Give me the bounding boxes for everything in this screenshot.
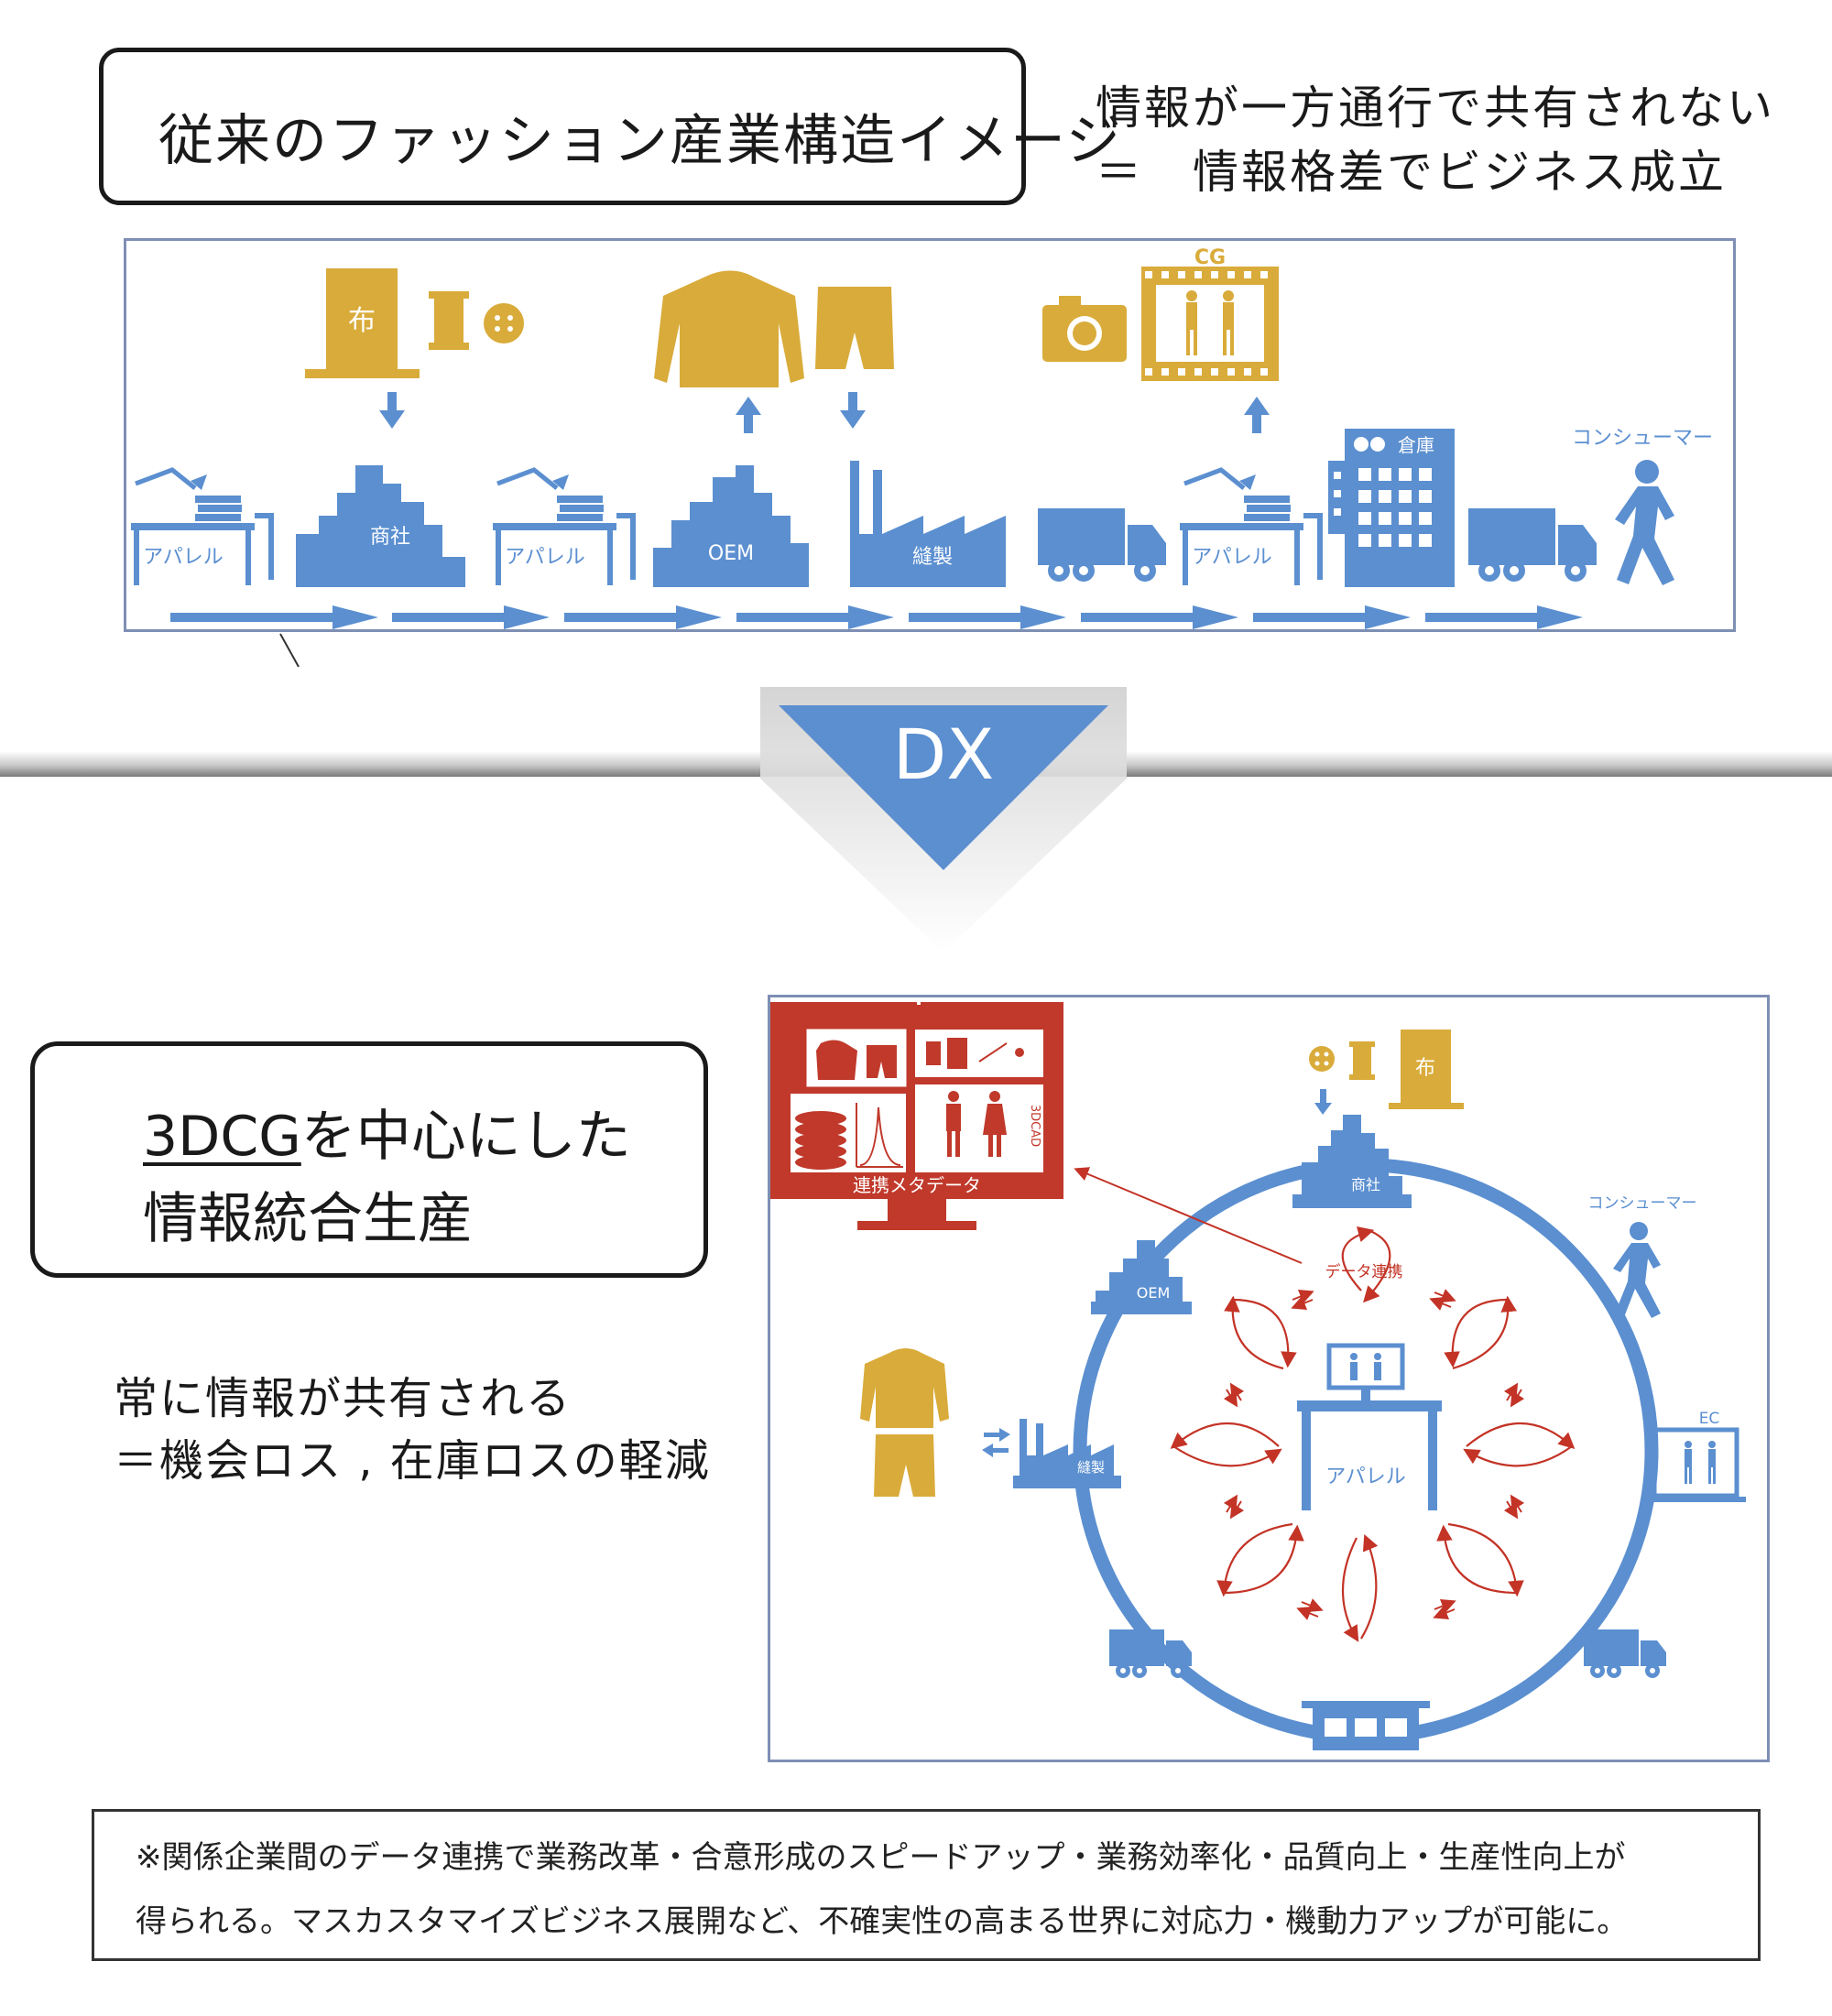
film-cg-icon: CG [1141,246,1279,381]
apparel-desk-icon-1: アパレル [131,467,274,585]
delivery-truck-left [1109,1629,1192,1678]
up-arrow-icon [736,397,761,433]
integrated-production-box: 3DCGを中心にした 情報統合生産 [30,1041,708,1278]
sweater-icon [654,270,804,387]
dx-label: DX [893,714,995,795]
svg-text:アパレル: アパレル [1192,546,1272,569]
metadata-monitor-icon: 3DCAD 連携メタデータ [770,1001,1063,1230]
svg-text:倉庫: 倉庫 [1352,1684,1379,1701]
svg-text:アパレル: アパレル [1325,1466,1406,1488]
shorts-icon [815,287,894,369]
centered-label: を中心にした [300,1105,631,1169]
svg-text:縫製: 縫製 [1077,1459,1105,1476]
apparel-center-node: アパレル [1297,1343,1442,1510]
flow-arrows [170,605,1583,629]
apparel-desk-icon-3: アパレル [1180,467,1323,585]
small-exchange-arrows [1223,1289,1525,1620]
delivery-truck-icon-2 [1468,508,1597,582]
traditional-flow-diagram: 布 CG [131,246,1713,629]
svg-text:コンシューマー: コンシューマー [1588,1194,1697,1213]
dx-down-triangle [779,705,1108,870]
box-heading-line-2: 情報統合生産 [143,1187,473,1251]
traditional-flow-panel: 布 CG [124,238,1736,632]
footnote-line-2: 得られる。マスカスタマイズビジネス展開など、不確実性の高まる世界に対応力・機動力… [136,1903,1629,1940]
svg-text:商社: 商社 [1351,1176,1380,1193]
page-title: 従来のファッション産業構造イメージ [158,109,1123,173]
oem-building: OEM [653,465,809,587]
button-icon [484,303,524,343]
delivery-truck-icon-1 [1038,508,1166,582]
bidirectional-arrow-icon [982,1428,1010,1457]
box-heading-line-1: 3DCGを中心にした [143,1092,631,1171]
materials-icons: 布 [1309,1030,1464,1115]
warehouse-building-icon: 倉庫 [1328,429,1455,587]
warehouse-node: 倉庫 [1302,1684,1430,1750]
garment-icons [860,1348,949,1497]
subtitle-line-2: ＝ 情報格差でビジネス成立 [1096,146,1727,199]
dx-transition-band: DX [0,687,1832,953]
integrated-production-diagram: 3DCAD 連携メタデータ 布 商社 コンシューマー [770,1001,1746,1750]
consumer-node: コンシューマー [1588,1194,1697,1318]
sewing-factory-node: 縫製 [1013,1419,1121,1488]
svg-text:布: 布 [1415,1057,1435,1080]
sewing-factory-icon: 縫製 [850,461,1006,587]
svg-text:EC: EC [1699,1410,1720,1428]
svg-text:倉庫: 倉庫 [1398,434,1434,456]
svg-text:縫製: 縫製 [912,546,953,569]
trading-company-building: 商社 [296,465,465,587]
pointer-line [279,633,300,668]
up-arrow-icon [1244,397,1270,433]
down-arrow-icon [840,392,866,429]
footnote-box: ※関係企業間のデータ連携で業務改革・合意形成のスピードアップ・業務効率化・品質向… [92,1809,1761,1961]
svg-text:CG: CG [1194,246,1226,269]
svg-text:コンシューマー: コンシューマー [1572,427,1713,450]
svg-text:OEM: OEM [1137,1284,1171,1302]
trading-company-node: 商社 [1292,1115,1412,1208]
integrated-production-panel: 3DCAD 連携メタデータ 布 商社 コンシューマー [768,995,1770,1762]
oem-node: OEM [1091,1240,1192,1314]
footnote-line-1: ※関係企業間のデータ連携で業務改革・合意形成のスピードアップ・業務効率化・品質向… [136,1839,1626,1876]
data-link-label: データ連携 [1325,1262,1403,1281]
svg-text:アパレル: アパレル [143,546,224,569]
svg-text:アパレル: アパレル [505,546,585,569]
apparel-desk-icon-2: アパレル [493,467,636,585]
ec-node: EC [1645,1410,1746,1502]
3dcg-label: 3DCG [143,1105,301,1169]
title-box: 従来のファッション産業構造イメージ [99,48,1121,205]
fabric-icon: 布 [305,268,420,378]
delivery-truck-right [1584,1629,1666,1678]
camera-icon [1042,296,1127,362]
svg-text:布: 布 [348,305,376,337]
radial-data-arrows [1170,1226,1576,1642]
down-arrow-icon [379,392,405,429]
consumer-walking-icon: コンシューマー [1572,427,1713,585]
svg-text:商社: 商社 [370,526,410,549]
subtitle-line-1: 情報が一方通行で共有されない [1096,82,1775,135]
metadata-link-arrow [1074,1167,1303,1264]
svg-text:3DCAD: 3DCAD [1028,1105,1041,1147]
svg-text:連携メタデータ: 連携メタデータ [853,1174,981,1196]
shared-info-text-2: ＝機会ロス , 在庫ロスの軽減 [114,1435,711,1487]
svg-text:OEM: OEM [708,542,754,565]
thread-spool-icon [429,291,469,350]
shared-info-text-1: 常に情報が共有される [114,1373,572,1424]
